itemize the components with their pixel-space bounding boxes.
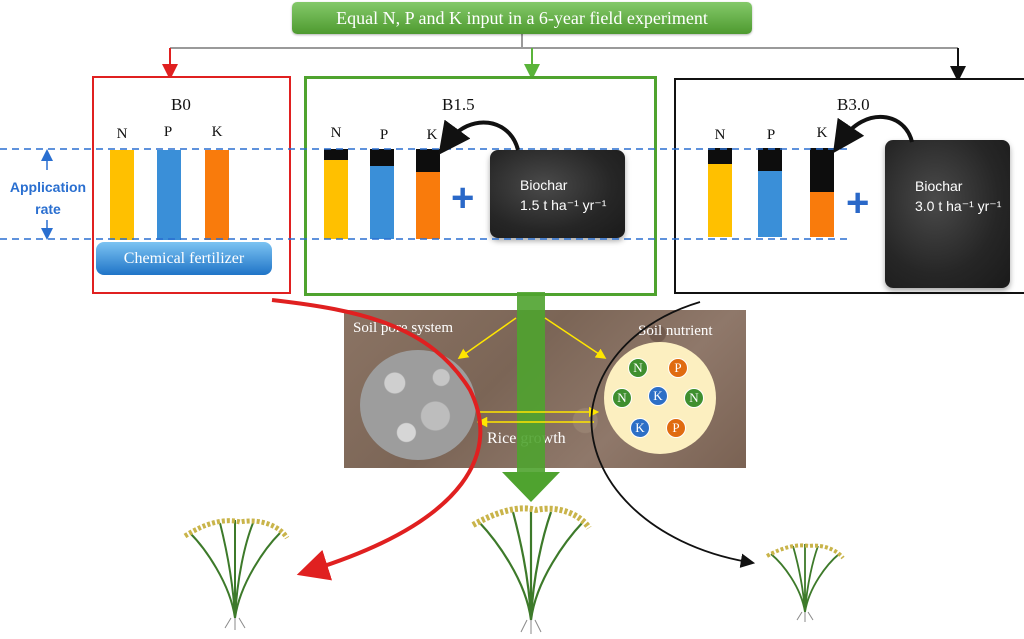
panel-title-b30: B3.0	[837, 95, 870, 114]
bar-p-b15	[370, 149, 394, 239]
rice-plant-icon	[766, 543, 845, 622]
bar-label-n-b15: N	[330, 125, 342, 141]
nutrient-n-icon: N	[612, 388, 632, 408]
biochar-to-k-arrow-b15	[438, 119, 520, 155]
plus-icon: +	[846, 181, 870, 225]
flow-to-pore-arrow	[457, 317, 517, 360]
rice-plant-icon	[183, 518, 290, 630]
biochar-rate-b30: 3.0 t ha⁻¹ yr⁻¹	[915, 198, 1002, 214]
biochar-block-b15: Biochar 1.5 t ha⁻¹ yr⁻¹	[490, 150, 625, 238]
bar-k-b0	[205, 150, 229, 240]
biochar-name-b15: Biochar	[520, 177, 568, 193]
distribution-connector	[162, 34, 966, 82]
b0-outcome-curve	[271, 298, 483, 581]
application-rate-label: Application rate	[9, 179, 87, 217]
panel-title-b0: B0	[171, 95, 191, 114]
nutrient-k-icon: K	[648, 386, 668, 406]
b30-outcome-curve	[590, 301, 756, 568]
plus-icon: +	[451, 176, 475, 220]
bar-n-b0	[110, 150, 134, 240]
bar-p-b0	[157, 150, 181, 240]
nutrient-p-icon: P	[666, 418, 686, 438]
nutrient-k-icon: K	[630, 418, 650, 438]
nutrient-n-icon: N	[684, 388, 704, 408]
flow-to-nutrient-arrow	[544, 317, 607, 359]
soil-pore-label: Soil pore system	[353, 320, 453, 336]
soil-nutrient-circle: N P N K N K P	[604, 342, 716, 454]
bar-n-b15	[324, 149, 348, 239]
biochar-to-k-arrow-b30	[833, 114, 914, 154]
soil-nutrient-label: Soil nutrient	[638, 323, 713, 339]
biochar-name-b30: Biochar	[915, 178, 963, 194]
central-flow-shaft	[517, 292, 545, 472]
experiment-banner: Equal N, P and K input in a 6-year field…	[292, 2, 752, 34]
bar-label-k-b15: K	[426, 127, 438, 143]
bar-label-k-b0: K	[211, 124, 223, 140]
bar-label-p-b30: P	[766, 127, 776, 143]
bar-label-n-b0: N	[116, 126, 128, 142]
nutrient-p-icon: P	[668, 358, 688, 378]
bar-label-p-b15: P	[379, 127, 389, 143]
nutrient-n-icon: N	[628, 358, 648, 378]
rice-plant-icon	[471, 505, 592, 634]
soil-pore-image	[360, 350, 476, 460]
central-flow-head	[502, 472, 560, 502]
biochar-block-b30: Biochar 3.0 t ha⁻¹ yr⁻¹	[885, 140, 1010, 288]
bar-label-n-b30: N	[714, 127, 726, 143]
biochar-rate-b15: 1.5 t ha⁻¹ yr⁻¹	[520, 197, 607, 213]
bar-label-p-b0: P	[163, 124, 173, 140]
bar-k-b15	[416, 149, 440, 239]
bar-label-k-b30: K	[816, 125, 828, 141]
chemical-fertilizer-label: Chemical fertilizer	[96, 242, 272, 275]
panel-title-b15: B1.5	[442, 95, 475, 114]
bar-k-b30	[810, 148, 834, 237]
bar-n-b30	[708, 148, 732, 237]
bar-p-b30	[758, 148, 782, 237]
